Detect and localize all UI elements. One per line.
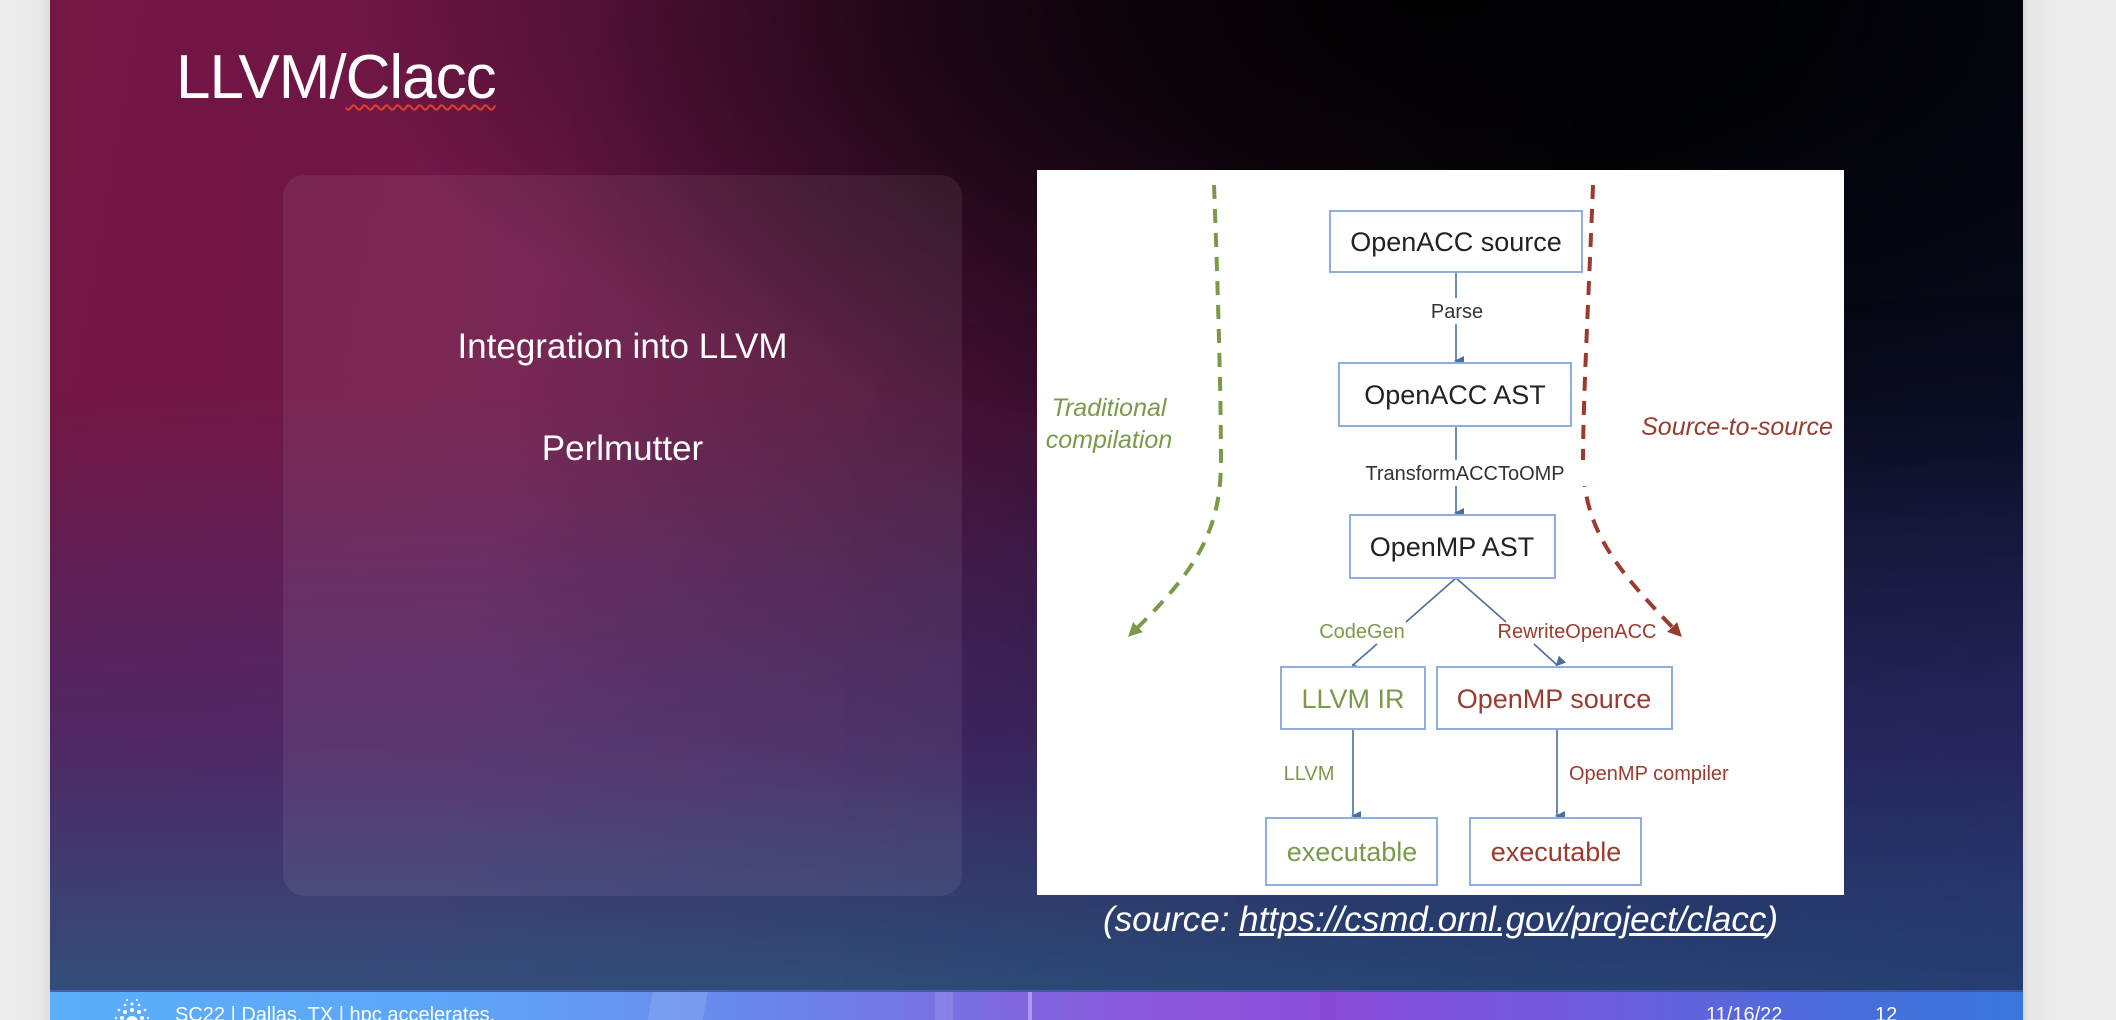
- node-openacc-source-box: [1329, 210, 1583, 273]
- editor-left-gutter: [0, 0, 50, 1020]
- node-executable-left-label: executable: [1287, 837, 1418, 867]
- caption-source-link[interactable]: https://csmd.ornl.gov/project/clacc: [1239, 900, 1767, 939]
- figure-caption: (source: https://csmd.ornl.gov/project/c…: [1037, 900, 1844, 940]
- footer-decoration: [935, 992, 953, 1020]
- caption-prefix: (source:: [1103, 900, 1240, 939]
- edge-rewrite-line-b: [1533, 643, 1567, 667]
- node-llvm-ir-label: LLVM IR: [1301, 684, 1404, 714]
- slide-title[interactable]: LLVM/Clacc: [176, 42, 497, 113]
- edge-label-parse: Parse: [1431, 301, 1483, 323]
- node-llvm-ir-box: [1280, 666, 1426, 730]
- edge-codegen-line-a: [1405, 577, 1457, 623]
- source-to-source-path-arrow: [1580, 184, 1682, 638]
- footer-decoration: [647, 992, 708, 1020]
- traditional-path-arrow: [1127, 184, 1224, 637]
- node-openmp-ast-box: [1349, 514, 1556, 579]
- slide-canvas[interactable]: LLVM/Clacc Integration into LLVM Perlmut…: [50, 0, 2023, 1020]
- node-executable-right-label: executable: [1491, 837, 1622, 867]
- edge-label-openmp-compiler: OpenMP compiler: [1569, 763, 1729, 785]
- node-executable-left-box: [1265, 817, 1438, 886]
- title-misspelled-word[interactable]: Clacc: [345, 43, 497, 112]
- node-openacc-ast-label: OpenACC AST: [1364, 380, 1546, 410]
- edge-codegen-line-b: [1351, 643, 1378, 675]
- source-to-source-label: Source-to-source: [1641, 413, 1833, 441]
- edge-rewrite-line-a: [1455, 577, 1507, 623]
- caption-suffix: ): [1766, 900, 1778, 939]
- footer-page-number: 12: [1875, 1004, 1898, 1020]
- panel-item-perlmutter: Perlmutter: [541, 429, 704, 468]
- node-openacc-source-label: OpenACC source: [1350, 227, 1562, 257]
- slide-footer: SC22 | Dallas, TX | hpc accelerates. 11/…: [50, 990, 2023, 1020]
- traditional-label-line2: compilation: [1046, 426, 1172, 454]
- node-openmp-source-label: OpenMP source: [1457, 684, 1652, 714]
- clacc-diagram-image[interactable]: Traditional compilation Source-to-source…: [1037, 170, 1844, 895]
- edge-label-rewrite: RewriteOpenACC: [1498, 621, 1657, 643]
- footer-event-text: SC22 | Dallas, TX | hpc accelerates.: [175, 1004, 496, 1020]
- node-executable-right-box: [1469, 817, 1642, 886]
- footer-decoration: [1028, 992, 1032, 1020]
- edge-label-llvm: LLVM: [1284, 763, 1335, 785]
- node-openmp-ast-label: OpenMP AST: [1370, 532, 1535, 562]
- node-openmp-source-box: [1436, 666, 1673, 730]
- traditional-label-line1: Traditional: [1052, 394, 1168, 422]
- editor-right-gutter: [2023, 0, 2116, 1020]
- edge-label-transform: TransformACCToOMP: [1365, 463, 1564, 485]
- node-openacc-ast-box: [1338, 362, 1572, 427]
- panel-item-integration: Integration into LLVM: [457, 327, 788, 366]
- title-text: LLVM/: [176, 43, 347, 112]
- footer-decoration: [1320, 992, 1336, 1020]
- footer-date: 11/16/22: [1706, 1004, 1783, 1020]
- clacc-diagram: Traditional compilation Source-to-source…: [1046, 184, 1833, 886]
- content-panel[interactable]: Integration into LLVM Perlmutter: [283, 175, 962, 896]
- edge-label-codegen: CodeGen: [1319, 621, 1405, 643]
- sc22-logo-icon: [114, 999, 150, 1020]
